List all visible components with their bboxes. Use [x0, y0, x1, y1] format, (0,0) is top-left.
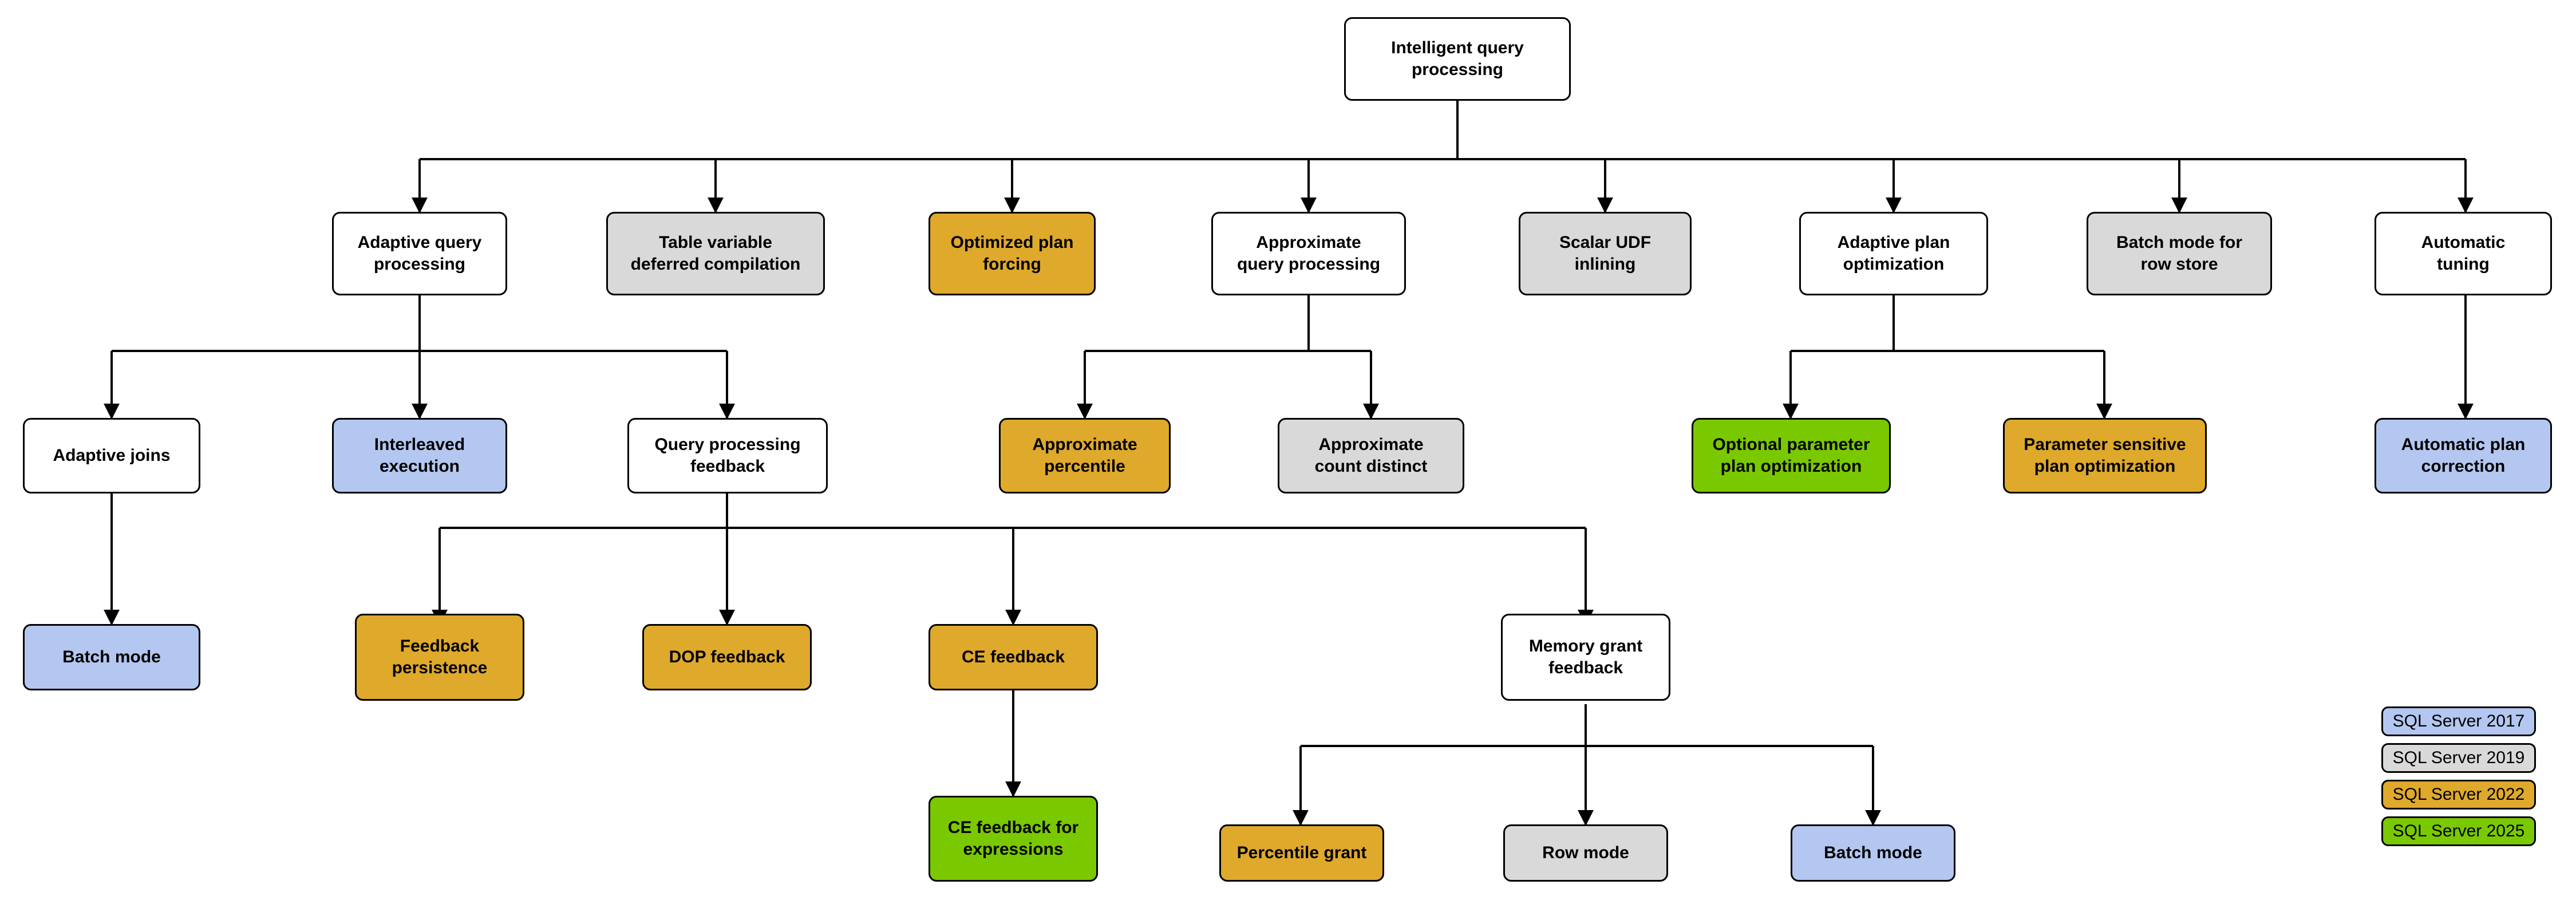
- node-ce-feedback[interactable]: CE feedback: [929, 624, 1098, 690]
- node-batch-mode-memory-grant[interactable]: Batch mode: [1791, 824, 1955, 882]
- node-approximate-query-processing[interactable]: Approximate query processing: [1211, 212, 1406, 295]
- node-dop-feedback[interactable]: DOP feedback: [642, 624, 812, 690]
- node-table-variable-deferred-compilation[interactable]: Table variable deferred compilation: [606, 212, 825, 295]
- node-automatic-tuning[interactable]: Automatic tuning: [2374, 212, 2552, 295]
- node-percentile-grant[interactable]: Percentile grant: [1219, 824, 1384, 882]
- node-memory-grant-feedback[interactable]: Memory grant feedback: [1501, 614, 1670, 701]
- node-adaptive-query-processing[interactable]: Adaptive query processing: [332, 212, 507, 295]
- node-approximate-count-distinct[interactable]: Approximate count distinct: [1278, 418, 1464, 493]
- legend-item-sql-server-2017: SQL Server 2017: [2381, 706, 2536, 736]
- node-query-processing-feedback[interactable]: Query processing feedback: [627, 418, 828, 493]
- node-automatic-plan-correction[interactable]: Automatic plan correction: [2374, 418, 2552, 493]
- node-optimized-plan-forcing[interactable]: Optimized plan forcing: [929, 212, 1096, 295]
- node-feedback-persistence[interactable]: Feedback persistence: [355, 614, 524, 701]
- node-adaptive-plan-optimization[interactable]: Adaptive plan optimization: [1799, 212, 1988, 295]
- legend: SQL Server 2017 SQL Server 2019 SQL Serv…: [2381, 706, 2536, 846]
- node-interleaved-execution[interactable]: Interleaved execution: [332, 418, 507, 493]
- node-scalar-udf-inlining[interactable]: Scalar UDF inlining: [1519, 212, 1692, 295]
- legend-item-sql-server-2019: SQL Server 2019: [2381, 743, 2536, 773]
- node-parameter-sensitive-plan-optimization[interactable]: Parameter sensitive plan optimization: [2003, 418, 2207, 493]
- legend-item-sql-server-2022: SQL Server 2022: [2381, 780, 2536, 810]
- node-approximate-percentile[interactable]: Approximate percentile: [999, 418, 1171, 493]
- node-adaptive-joins[interactable]: Adaptive joins: [23, 418, 200, 493]
- node-batch-mode-adaptive-joins[interactable]: Batch mode: [23, 624, 200, 690]
- node-optional-parameter-plan-optimization[interactable]: Optional parameter plan optimization: [1692, 418, 1891, 493]
- node-intelligent-query-processing[interactable]: Intelligent query processing: [1344, 17, 1571, 101]
- legend-item-sql-server-2025: SQL Server 2025: [2381, 816, 2536, 846]
- node-batch-mode-for-row-store[interactable]: Batch mode for row store: [2087, 212, 2272, 295]
- node-ce-feedback-for-expressions[interactable]: CE feedback for expressions: [929, 796, 1098, 882]
- node-row-mode[interactable]: Row mode: [1503, 824, 1668, 882]
